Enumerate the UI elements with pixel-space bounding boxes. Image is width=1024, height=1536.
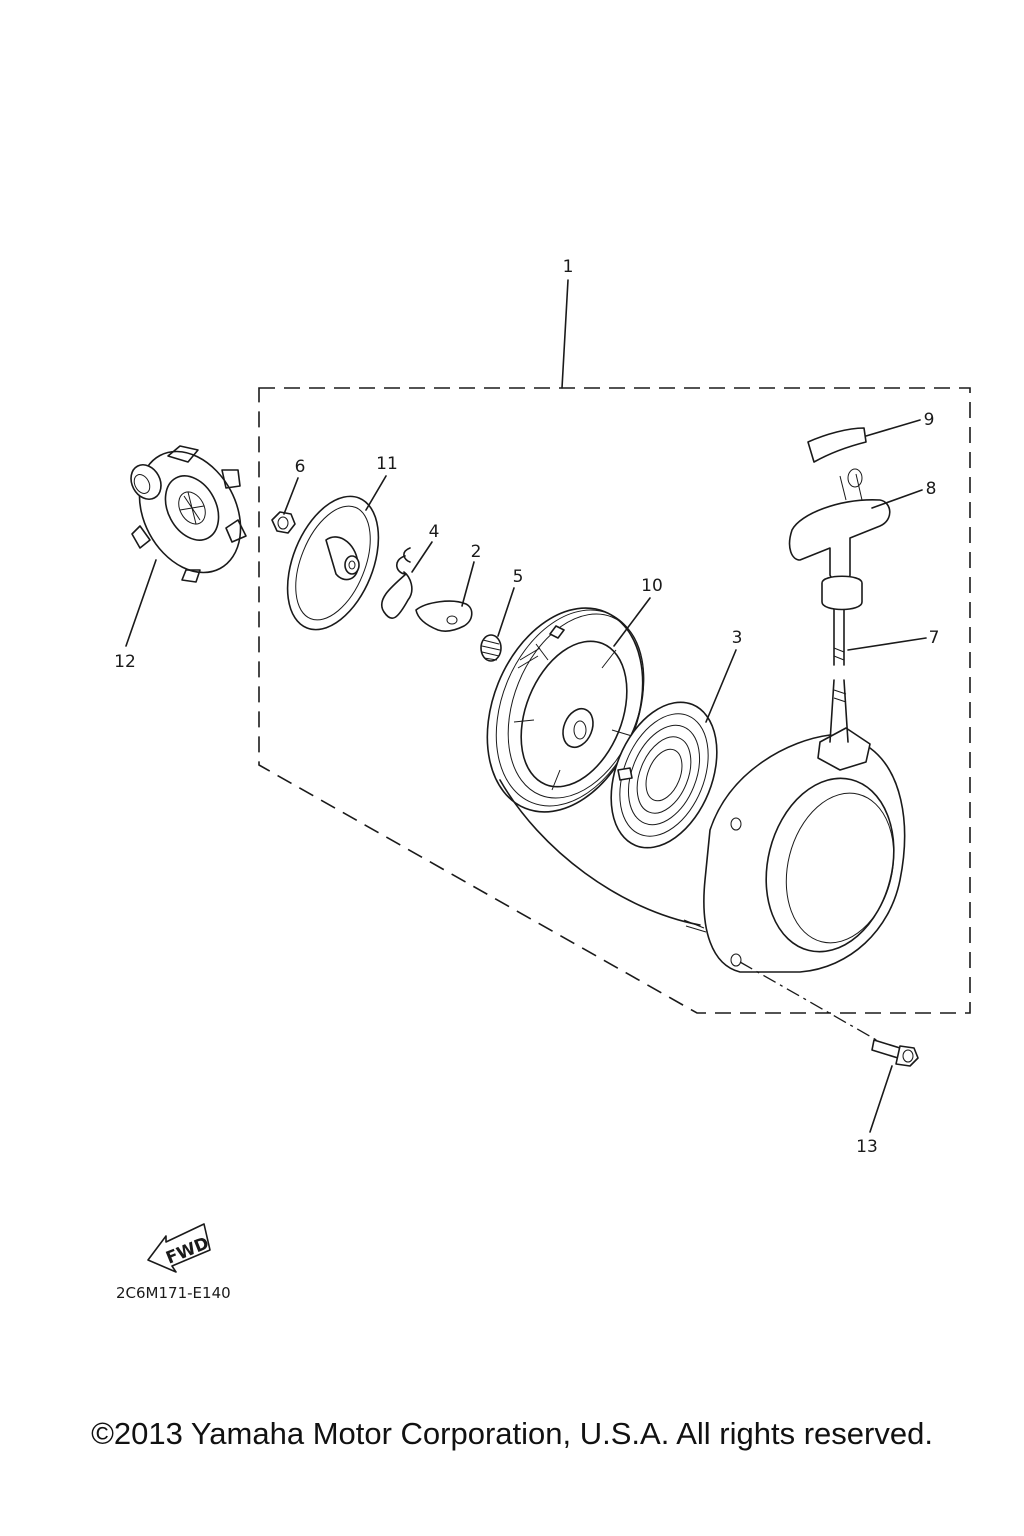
- assembly-boundary: [258, 387, 971, 1014]
- callout-1: 1: [563, 257, 574, 277]
- callout-13: 13: [856, 1137, 878, 1157]
- part-9-handle-cap: [807, 427, 867, 463]
- callout-9: 9: [924, 410, 935, 430]
- part-2-pawl: [415, 600, 473, 632]
- callout-4: 4: [429, 522, 440, 542]
- part-10-reel: [486, 607, 645, 813]
- callout-7: 7: [929, 628, 940, 648]
- callout-2: 2: [471, 542, 482, 562]
- copyright-notice: ©2013 Yamaha Motor Corporation, U.S.A. A…: [91, 1416, 933, 1451]
- callout-3: 3: [732, 628, 743, 648]
- forward-arrow-icon: FWD: [147, 1223, 212, 1273]
- part-13-bolt: [871, 1039, 919, 1067]
- callout-12: 12: [114, 652, 136, 672]
- part-12-drive-cup: [130, 445, 247, 583]
- part-8-starter-handle: [788, 468, 891, 611]
- starter-rope-path: [499, 779, 701, 926]
- part-7-starter-rope: [829, 604, 849, 743]
- leader-lines: [125, 279, 927, 1133]
- starter-housing: [703, 727, 906, 973]
- callout-11: 11: [376, 454, 398, 474]
- part-4-spring-clip: [381, 547, 413, 620]
- callout-6: 6: [295, 457, 306, 477]
- callout-8: 8: [926, 479, 937, 499]
- figure-code: 2C6M171-E140: [116, 1284, 231, 1302]
- part-5-small-spring: [480, 634, 502, 662]
- part-6-nut: [271, 511, 296, 534]
- callout-5: 5: [513, 567, 524, 587]
- part-3-recoil-spring: [610, 701, 718, 849]
- callout-10: 10: [641, 576, 663, 596]
- part-11-cover-plate: [286, 495, 380, 631]
